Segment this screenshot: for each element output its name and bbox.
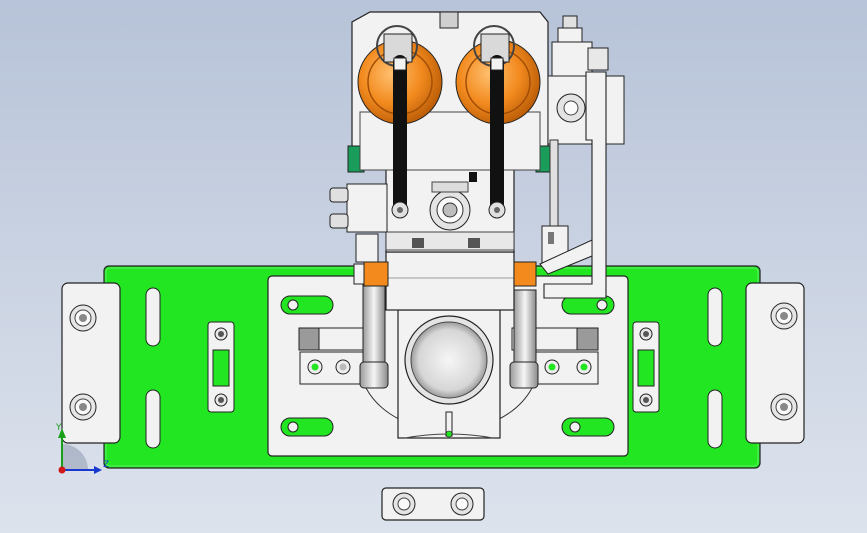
sensor-bracket[interactable]	[539, 71, 607, 299]
triad-y-label: Y	[55, 423, 62, 433]
clamp-block-right[interactable]	[632, 321, 660, 413]
triad-z-label: Z	[103, 460, 109, 470]
end-bracket-left[interactable]	[61, 282, 121, 444]
foot-bracket[interactable]	[381, 487, 485, 521]
slide-block-left[interactable]	[298, 327, 369, 385]
guide-rod-left[interactable]	[359, 275, 389, 389]
plate-slot	[145, 287, 723, 449]
end-bracket-right[interactable]	[745, 282, 805, 444]
cylinder-body[interactable]	[363, 251, 537, 311]
clamp-block-left[interactable]	[207, 321, 235, 413]
air-hose-left[interactable]	[391, 55, 409, 219]
air-hose-right[interactable]	[488, 55, 506, 219]
guide-rod-right[interactable]	[509, 289, 539, 389]
bore-housing[interactable]	[365, 309, 533, 439]
coordinate-triad: Y Z	[55, 423, 109, 474]
push-fitting-left[interactable]	[329, 183, 388, 285]
